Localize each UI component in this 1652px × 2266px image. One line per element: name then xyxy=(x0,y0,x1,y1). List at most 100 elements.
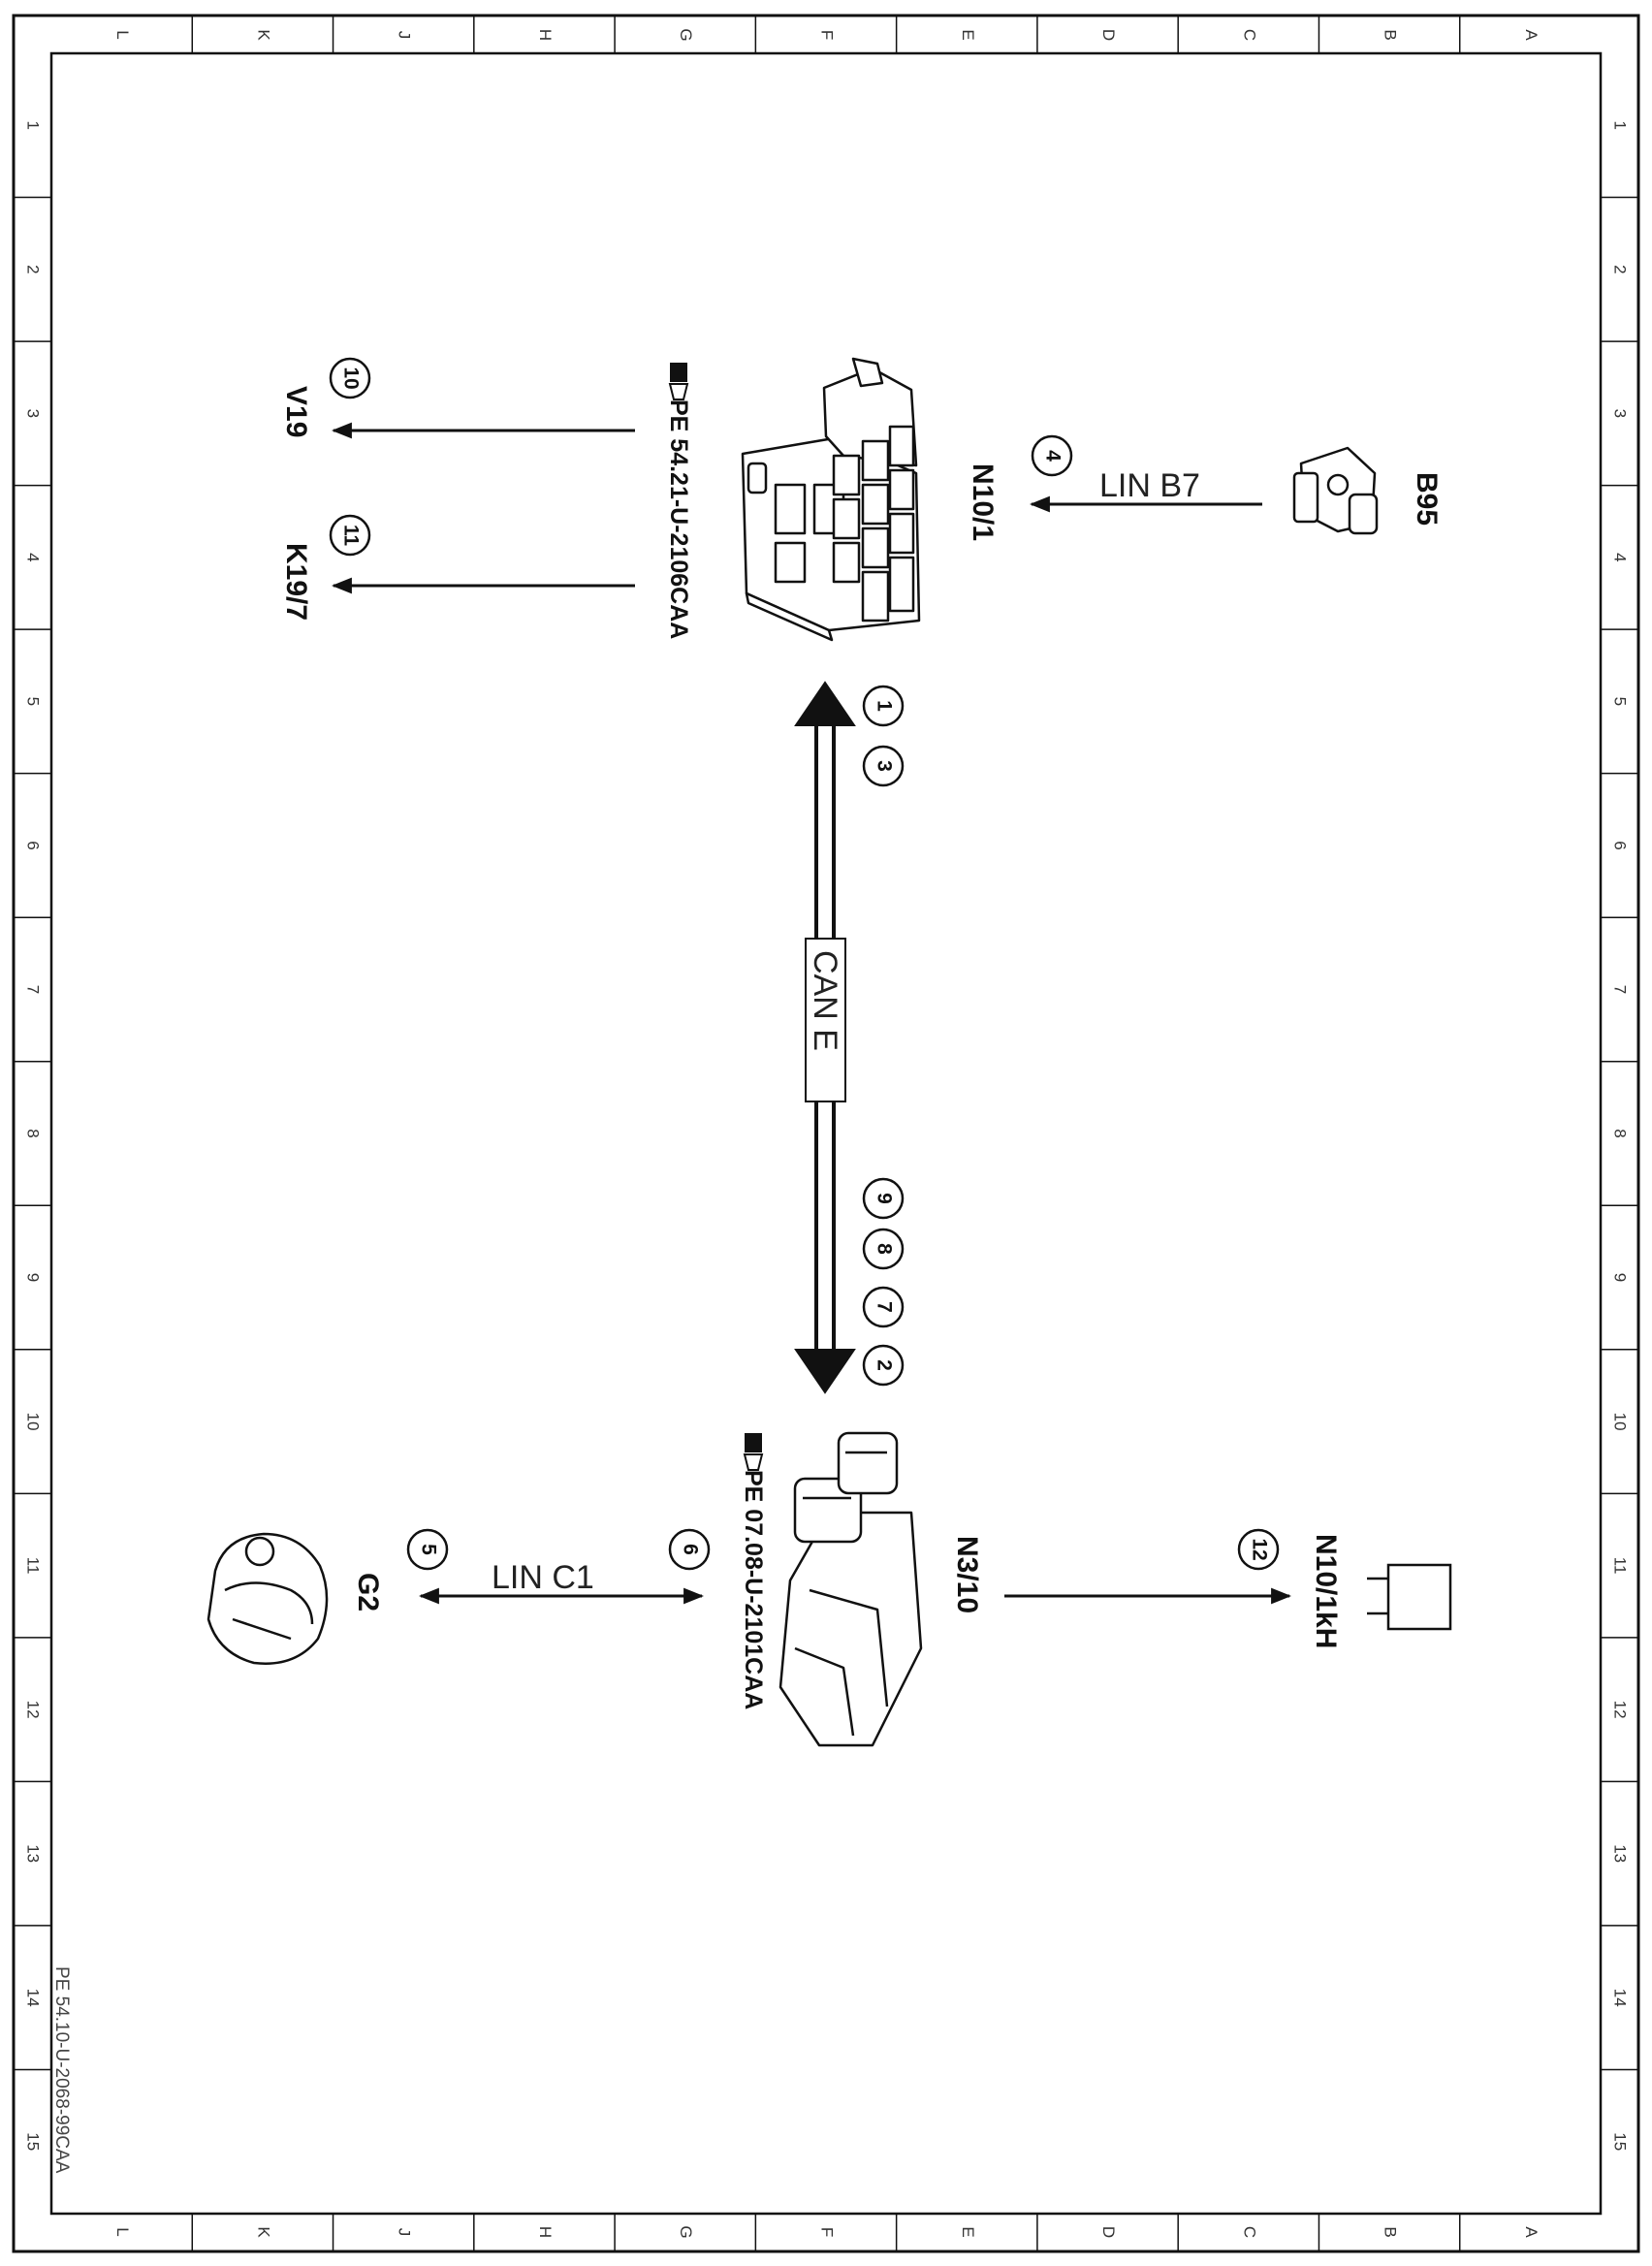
zone-col-label: K xyxy=(254,2226,272,2238)
label-k19-7: K19/7 xyxy=(280,543,312,621)
callout-12: 12 xyxy=(1237,1528,1280,1571)
zone-col-label: C xyxy=(1240,29,1258,41)
zone-row-label: 4 xyxy=(24,553,43,561)
zone-col-label: F xyxy=(818,2227,837,2237)
zone-col-label: E xyxy=(959,2226,977,2237)
label-n10-1: N10/1 xyxy=(967,463,999,541)
callout-number: 3 xyxy=(873,760,895,772)
label-g2: G2 xyxy=(352,1573,384,1612)
callout-5: 5 xyxy=(406,1528,449,1571)
zone-row-label: 10 xyxy=(24,1413,43,1431)
zone-row-label: 5 xyxy=(1611,697,1630,706)
zone-row-label: 7 xyxy=(1611,985,1630,994)
zone-row-label: 4 xyxy=(1611,553,1630,561)
callout-number: 6 xyxy=(679,1544,701,1555)
callout-number: 12 xyxy=(1248,1538,1270,1560)
reference-bottom: PE 07.08-U-2101CAA xyxy=(740,1470,767,1709)
callout-9: 9 xyxy=(862,1177,905,1220)
zone-row-label: 11 xyxy=(1611,1557,1630,1575)
zone-row-label: 13 xyxy=(1611,1844,1630,1863)
zone-row-label: 9 xyxy=(1611,1273,1630,1282)
zone-row-label: 8 xyxy=(24,1129,43,1137)
zone-row-label: 7 xyxy=(24,985,43,994)
n10-1kh-relay-icon xyxy=(1367,1563,1452,1631)
callout-number: 5 xyxy=(417,1544,439,1555)
can-e-bus xyxy=(794,681,856,1394)
zone-col-label: D xyxy=(1099,29,1118,41)
zone-col-label: B xyxy=(1382,2226,1400,2237)
n10-1-module-icon xyxy=(741,357,921,642)
label-n3-10: N3/10 xyxy=(951,1536,983,1613)
callout-6: 6 xyxy=(668,1528,711,1571)
callouts: 1 3 9 8 7 2 4 10 11 5 6 12 xyxy=(329,357,1280,1571)
zone-row-label: 10 xyxy=(1611,1413,1630,1431)
zone-row-label: 6 xyxy=(24,841,43,849)
zone-row-label: 2 xyxy=(24,265,43,273)
zone-row-label: 9 xyxy=(24,1273,43,1282)
zone-row-label: 1 xyxy=(24,121,43,130)
zone-row-label: 12 xyxy=(1611,1701,1630,1719)
zone-col-label: G xyxy=(677,28,695,41)
zone-col-label: H xyxy=(536,2226,555,2238)
callout-8: 8 xyxy=(862,1228,905,1270)
label-b95: B95 xyxy=(1411,472,1443,526)
footer-id: PE 54.10-U-2068-99CAA xyxy=(51,1966,72,2174)
callout-number: 9 xyxy=(873,1193,895,1204)
callout-2: 2 xyxy=(862,1344,905,1387)
zone-row-label: 8 xyxy=(1611,1129,1630,1137)
zone-col-label: B xyxy=(1382,29,1400,40)
zone-row-label: 3 xyxy=(24,409,43,418)
zone-col-label: E xyxy=(959,29,977,40)
zone-row-label: 14 xyxy=(24,1989,43,2007)
zone-col-label: F xyxy=(818,30,837,40)
zone-row-label: 3 xyxy=(1611,409,1630,418)
callout-number: 2 xyxy=(873,1359,895,1371)
callout-number: 1 xyxy=(873,700,895,712)
reference-top: PE 54.21-U-2106CAA xyxy=(665,399,692,639)
callout-number: 7 xyxy=(873,1301,895,1313)
callout-number: 11 xyxy=(339,525,362,547)
callout-4: 4 xyxy=(1031,434,1073,477)
callout-number: 10 xyxy=(339,367,362,389)
zone-col-label: J xyxy=(396,2228,414,2237)
zone-row-label: 2 xyxy=(1611,265,1630,273)
g2-alternator-icon xyxy=(206,1532,329,1665)
zone-ticks xyxy=(14,16,1638,2251)
label-v19: V19 xyxy=(280,386,312,437)
label-can-e: CAN E xyxy=(807,950,843,1051)
zone-col-label: A xyxy=(1522,2226,1541,2238)
zone-col-label: K xyxy=(254,29,272,41)
zone-col-label: L xyxy=(113,2227,132,2236)
callout-number: 4 xyxy=(1041,450,1064,462)
b95-sensor-icon xyxy=(1292,446,1379,535)
zone-row-label: 15 xyxy=(24,2132,43,2151)
zone-col-label: A xyxy=(1522,29,1541,41)
label-lin-b7: LIN B7 xyxy=(1099,467,1200,504)
zone-row-label: 5 xyxy=(24,697,43,706)
zone-col-label: L xyxy=(113,30,132,39)
zone-row-label: 14 xyxy=(1611,1989,1630,2007)
zone-col-label: J xyxy=(396,31,414,40)
callout-1: 1 xyxy=(862,685,905,727)
zone-row-label: 15 xyxy=(1611,2132,1630,2151)
zone-col-label: H xyxy=(536,29,555,41)
zone-col-label: C xyxy=(1240,2226,1258,2238)
callout-11: 11 xyxy=(329,514,371,557)
zone-row-label: 1 xyxy=(1611,121,1630,130)
outer-frame xyxy=(12,14,1640,2253)
zone-row-label: 6 xyxy=(1611,841,1630,849)
label-n10-1kh: N10/1kH xyxy=(1310,1534,1342,1648)
pointing-hand-icon xyxy=(668,363,689,400)
callout-3: 3 xyxy=(862,745,905,787)
n3-10-ecu-icon xyxy=(778,1431,923,1747)
zone-row-label: 13 xyxy=(24,1844,43,1863)
callout-number: 8 xyxy=(873,1243,895,1255)
zone-row-label: 12 xyxy=(24,1701,43,1719)
label-lin-c1: LIN C1 xyxy=(492,1559,594,1596)
zone-col-label: G xyxy=(677,2225,695,2238)
zone-col-label: D xyxy=(1099,2226,1118,2238)
pointing-hand-icon xyxy=(743,1433,764,1471)
inner-frame xyxy=(49,51,1603,2216)
